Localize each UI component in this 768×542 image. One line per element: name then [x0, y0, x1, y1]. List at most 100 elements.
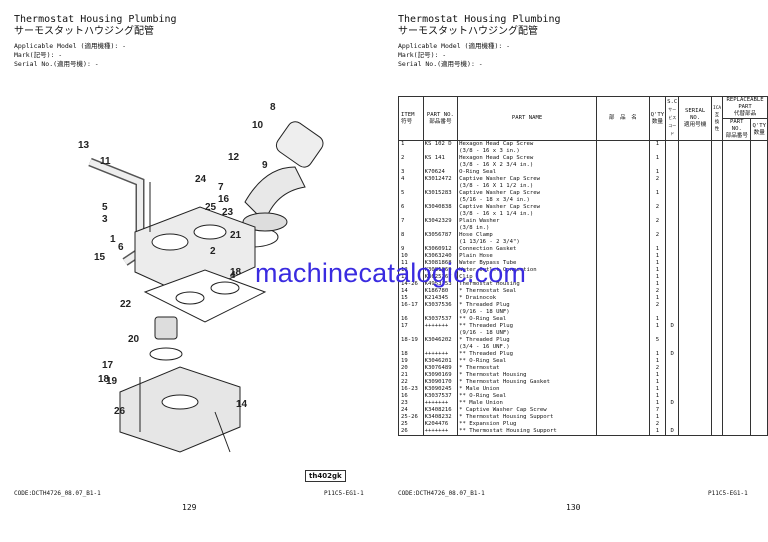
cell-rp: [722, 288, 752, 295]
cell-jp: [595, 295, 650, 302]
cell-part: K4953153: [422, 281, 459, 288]
cell-rq: [750, 365, 768, 372]
cell-rp: [722, 281, 752, 288]
cell-rq: [750, 302, 768, 309]
cell-ser: [678, 393, 712, 400]
cell-rp: [722, 274, 752, 281]
cell-part: +++++++: [422, 400, 459, 407]
footer-section: P11C5-EG1-1: [324, 490, 364, 497]
cell-qty: 2: [648, 218, 667, 225]
callout-5: 5: [102, 202, 108, 213]
cell-rp: [722, 344, 752, 351]
cell-rq: [750, 246, 768, 253]
cell-ser: [678, 295, 712, 302]
cell-sc: [665, 295, 680, 302]
callout-15: 15: [94, 252, 106, 263]
cell-qty: 1: [648, 140, 667, 148]
cell-ser: [678, 232, 712, 239]
cell-jp: [595, 330, 650, 337]
cell-rq: [750, 281, 768, 288]
cell-qty: 1: [648, 260, 667, 267]
cell-rq: [750, 239, 768, 246]
cell-sc: [665, 330, 680, 337]
exploded-parts-diagram: 8 10 13 9 11 12 24 7 16 25 23 21 5 3 1 6…: [30, 92, 360, 487]
cell-jp: [595, 140, 650, 148]
callout-25: 25: [205, 202, 217, 213]
cell-ser: [678, 246, 712, 253]
cell-part: K3090169: [422, 372, 459, 379]
cell-ic: [710, 407, 724, 414]
cell-part: [422, 197, 459, 204]
cell-qty: [648, 239, 667, 246]
cell-sc: D: [665, 323, 680, 330]
cell-part: +++++++: [422, 428, 459, 436]
cell-sc: [665, 197, 680, 204]
cell-sc: [665, 246, 680, 253]
cell-ser: [678, 386, 712, 393]
cell-qty: 1: [648, 267, 667, 274]
cell-part: K3625267: [422, 274, 459, 281]
cell-name: Clip: [457, 274, 597, 281]
callout-16: 16: [218, 194, 230, 205]
callout-12: 12: [228, 152, 240, 163]
cell-name: (1 13/16 - 2 3/4"): [457, 239, 597, 246]
cell-part: [422, 148, 459, 155]
cell-part: K3060912: [422, 246, 459, 253]
cell-ser: [678, 302, 712, 309]
cell-ic: [710, 288, 724, 295]
cell-rp: [722, 211, 752, 218]
cell-ser: [678, 197, 712, 204]
cell-jp: [595, 253, 650, 260]
cell-ser: [678, 260, 712, 267]
cell-rq: [750, 162, 768, 169]
cell-sc: [665, 267, 680, 274]
cell-name: Connection Gasket: [457, 246, 597, 253]
cell-part: K3046201: [422, 358, 459, 365]
cell-ic: [710, 169, 724, 176]
cell-ic: [710, 428, 724, 436]
cell-ic: [710, 323, 724, 330]
cell-sc: [665, 316, 680, 323]
cell-jp: [595, 372, 650, 379]
col-name-jp: 部 品 名: [595, 96, 650, 141]
cell-qty: 1: [648, 246, 667, 253]
cell-rq: [750, 358, 768, 365]
cell-sc: [665, 358, 680, 365]
cell-ser: [678, 162, 712, 169]
cell-jp: [595, 204, 650, 211]
callout-14: 14: [236, 399, 248, 410]
cell-sc: [665, 260, 680, 267]
cell-item: 19: [398, 358, 424, 365]
cell-item: 23: [398, 400, 424, 407]
cell-name: O-Ring Seal: [457, 169, 597, 176]
cell-rp: [722, 155, 752, 162]
cell-ic: [710, 260, 724, 267]
cell-sc: [665, 421, 680, 428]
cell-ser: [678, 337, 712, 344]
cell-ic: [710, 351, 724, 358]
cell-ic: [710, 344, 724, 351]
cell-ic: [710, 204, 724, 211]
cell-qty: 1: [648, 316, 667, 323]
callout-10: 10: [252, 120, 264, 131]
cell-jp: [595, 197, 650, 204]
cell-qty: [648, 309, 667, 316]
cell-ic: [710, 400, 724, 407]
cell-ser: [678, 323, 712, 330]
cell-jp: [595, 351, 650, 358]
cell-rp: [722, 309, 752, 316]
cell-rp: [722, 197, 752, 204]
cell-rq: [750, 169, 768, 176]
cell-qty: 1: [648, 253, 667, 260]
